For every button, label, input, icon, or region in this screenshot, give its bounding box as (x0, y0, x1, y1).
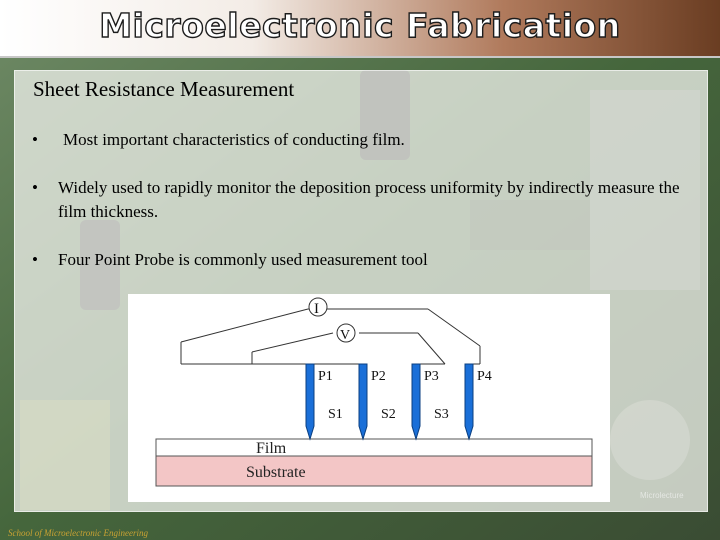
slide-title: Sheet Resistance Measurement (33, 77, 295, 101)
probe-label: P1 (318, 369, 333, 384)
watermark: Microlecture (640, 491, 684, 500)
spacing-label: S2 (381, 407, 396, 422)
header-banner: Microelectronic Fabrication (0, 0, 720, 58)
voltage-label: V (340, 328, 350, 343)
bullet-item: • Most important characteristics of cond… (32, 128, 682, 154)
bullet-text: Four Point Probe is commonly used measur… (58, 250, 428, 269)
spacing-label: S1 (328, 407, 343, 422)
header-title: Microelectronic Fabrication (99, 5, 621, 45)
probe-2 (358, 363, 368, 441)
probe-4 (464, 363, 474, 441)
bullet-dot: • (32, 130, 38, 149)
voltmeter-symbol (336, 323, 356, 343)
probe-label: P4 (477, 369, 492, 384)
bullet-dot: • (32, 250, 38, 269)
film-label: Film (256, 440, 287, 457)
substrate-layer (155, 455, 593, 487)
probe-3 (411, 363, 421, 441)
film-layer (155, 438, 593, 457)
bullet-text: Most important characteristics of conduc… (63, 130, 405, 149)
bullet-text: Widely used to rapidly monitor the depos… (58, 178, 680, 221)
spacing-label: S3 (434, 407, 449, 422)
probe-label: P3 (424, 369, 439, 384)
bullet-dot: • (32, 178, 38, 197)
bullet-item: • Widely used to rapidly monitor the dep… (32, 176, 692, 228)
bullet-item: • Four Point Probe is commonly used meas… (32, 248, 682, 274)
header-divider (0, 56, 720, 58)
four-point-probe-diagram: Film Substrate I V (128, 294, 610, 502)
ammeter-symbol (308, 297, 328, 317)
probe-label: P2 (371, 369, 386, 384)
probe-1 (305, 363, 315, 441)
current-label: I (314, 301, 319, 317)
footer-text: School of Microelectronic Engineering (8, 528, 149, 538)
substrate-label: Substrate (246, 464, 306, 481)
